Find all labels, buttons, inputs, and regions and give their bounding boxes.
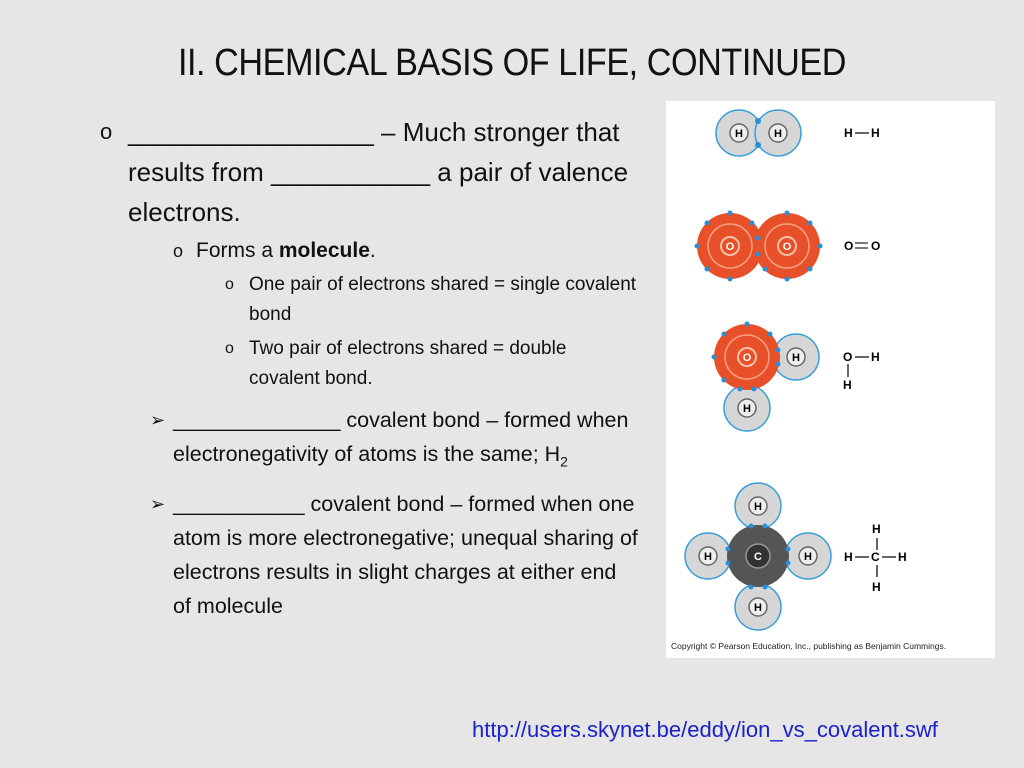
arrow-bullet-nonpolar: ➢ ______________ covalent bond – formed … [148, 403, 640, 478]
bullet-marker: o [173, 241, 184, 261]
molecule-figure: H H H H O O O O [666, 101, 995, 658]
bullet-text: One pair of electrons shared = single co… [249, 274, 637, 325]
swf-link[interactable]: http://users.skynet.be/eddy/ion_vs_coval… [472, 717, 938, 742]
h2o-molecule: O H H O H H [711, 321, 880, 432]
formula-atom: H [871, 350, 880, 364]
formula-atom: H [871, 126, 880, 140]
ch4-molecule: H H H H C H H C H H [684, 482, 907, 631]
subscript-text: 2 [560, 453, 568, 470]
bullet-text: ___________ covalent bond – formed when … [173, 492, 638, 619]
formula-atom: O [844, 239, 853, 253]
formula-atom: H [843, 378, 852, 392]
bullet-list: o _________________ – Much stronger that… [100, 112, 640, 623]
atom-label: O [726, 241, 735, 253]
formula-atom: H [844, 126, 853, 140]
bullet-text: Two pair of electrons shared = double co… [249, 338, 567, 389]
figure-copyright: Copyright © Pearson Education, Inc., pub… [671, 641, 946, 651]
molecule-diagrams: H H H H O O O O [671, 109, 946, 651]
formula-atom: H [898, 550, 907, 564]
bullet-text: ______________ covalent bond – formed wh… [173, 408, 629, 466]
atom-label: H [735, 128, 743, 140]
atom-label: H [792, 352, 800, 364]
atom-label: H [774, 128, 782, 140]
h2-molecule: H H H H [715, 109, 880, 157]
bullet-marker: o [225, 340, 234, 357]
bullet-text: _________________ – Much stronger that r… [128, 117, 629, 227]
arrow-bullet-icon: ➢ [150, 410, 166, 430]
formula-atom: H [872, 522, 881, 536]
atom-label: C [754, 551, 762, 563]
formula-atom: H [872, 580, 881, 594]
atom-label: O [743, 352, 752, 364]
slide-title: II. CHEMICAL BASIS OF LIFE, CONTINUED [177, 42, 847, 84]
formula-atom: H [844, 550, 853, 564]
atom-label: O [783, 241, 792, 253]
atom-label: H [704, 551, 712, 563]
atom-label: H [804, 551, 812, 563]
sub-bullet-molecule: o Forms a molecule. [173, 236, 640, 266]
bullet-text-suffix: . [369, 239, 376, 262]
formula-atom: C [871, 550, 880, 564]
arrow-bullet-icon: ➢ [150, 494, 166, 515]
bullet-text-bold: molecule [278, 239, 370, 262]
bullet-text-prefix: Forms a [196, 239, 279, 262]
arrow-bullet-polar: ➢ ___________ covalent bond – formed whe… [148, 487, 640, 623]
atom-label: H [754, 602, 762, 614]
formula-atom: O [843, 350, 852, 364]
sub-bullet-double-bond: o Two pair of electrons shared = double … [225, 334, 640, 394]
o2-molecule: O O O O [694, 210, 880, 282]
bullet-marker: o [225, 276, 234, 293]
atom-label: H [754, 501, 762, 513]
formula-atom: O [871, 239, 880, 253]
sub-bullet-single-bond: o One pair of electrons shared = single … [225, 270, 640, 330]
atom-label: H [743, 403, 751, 415]
bullet-marker: o [100, 119, 113, 144]
bullet-covalent-bond: o _________________ – Much stronger that… [100, 112, 640, 232]
